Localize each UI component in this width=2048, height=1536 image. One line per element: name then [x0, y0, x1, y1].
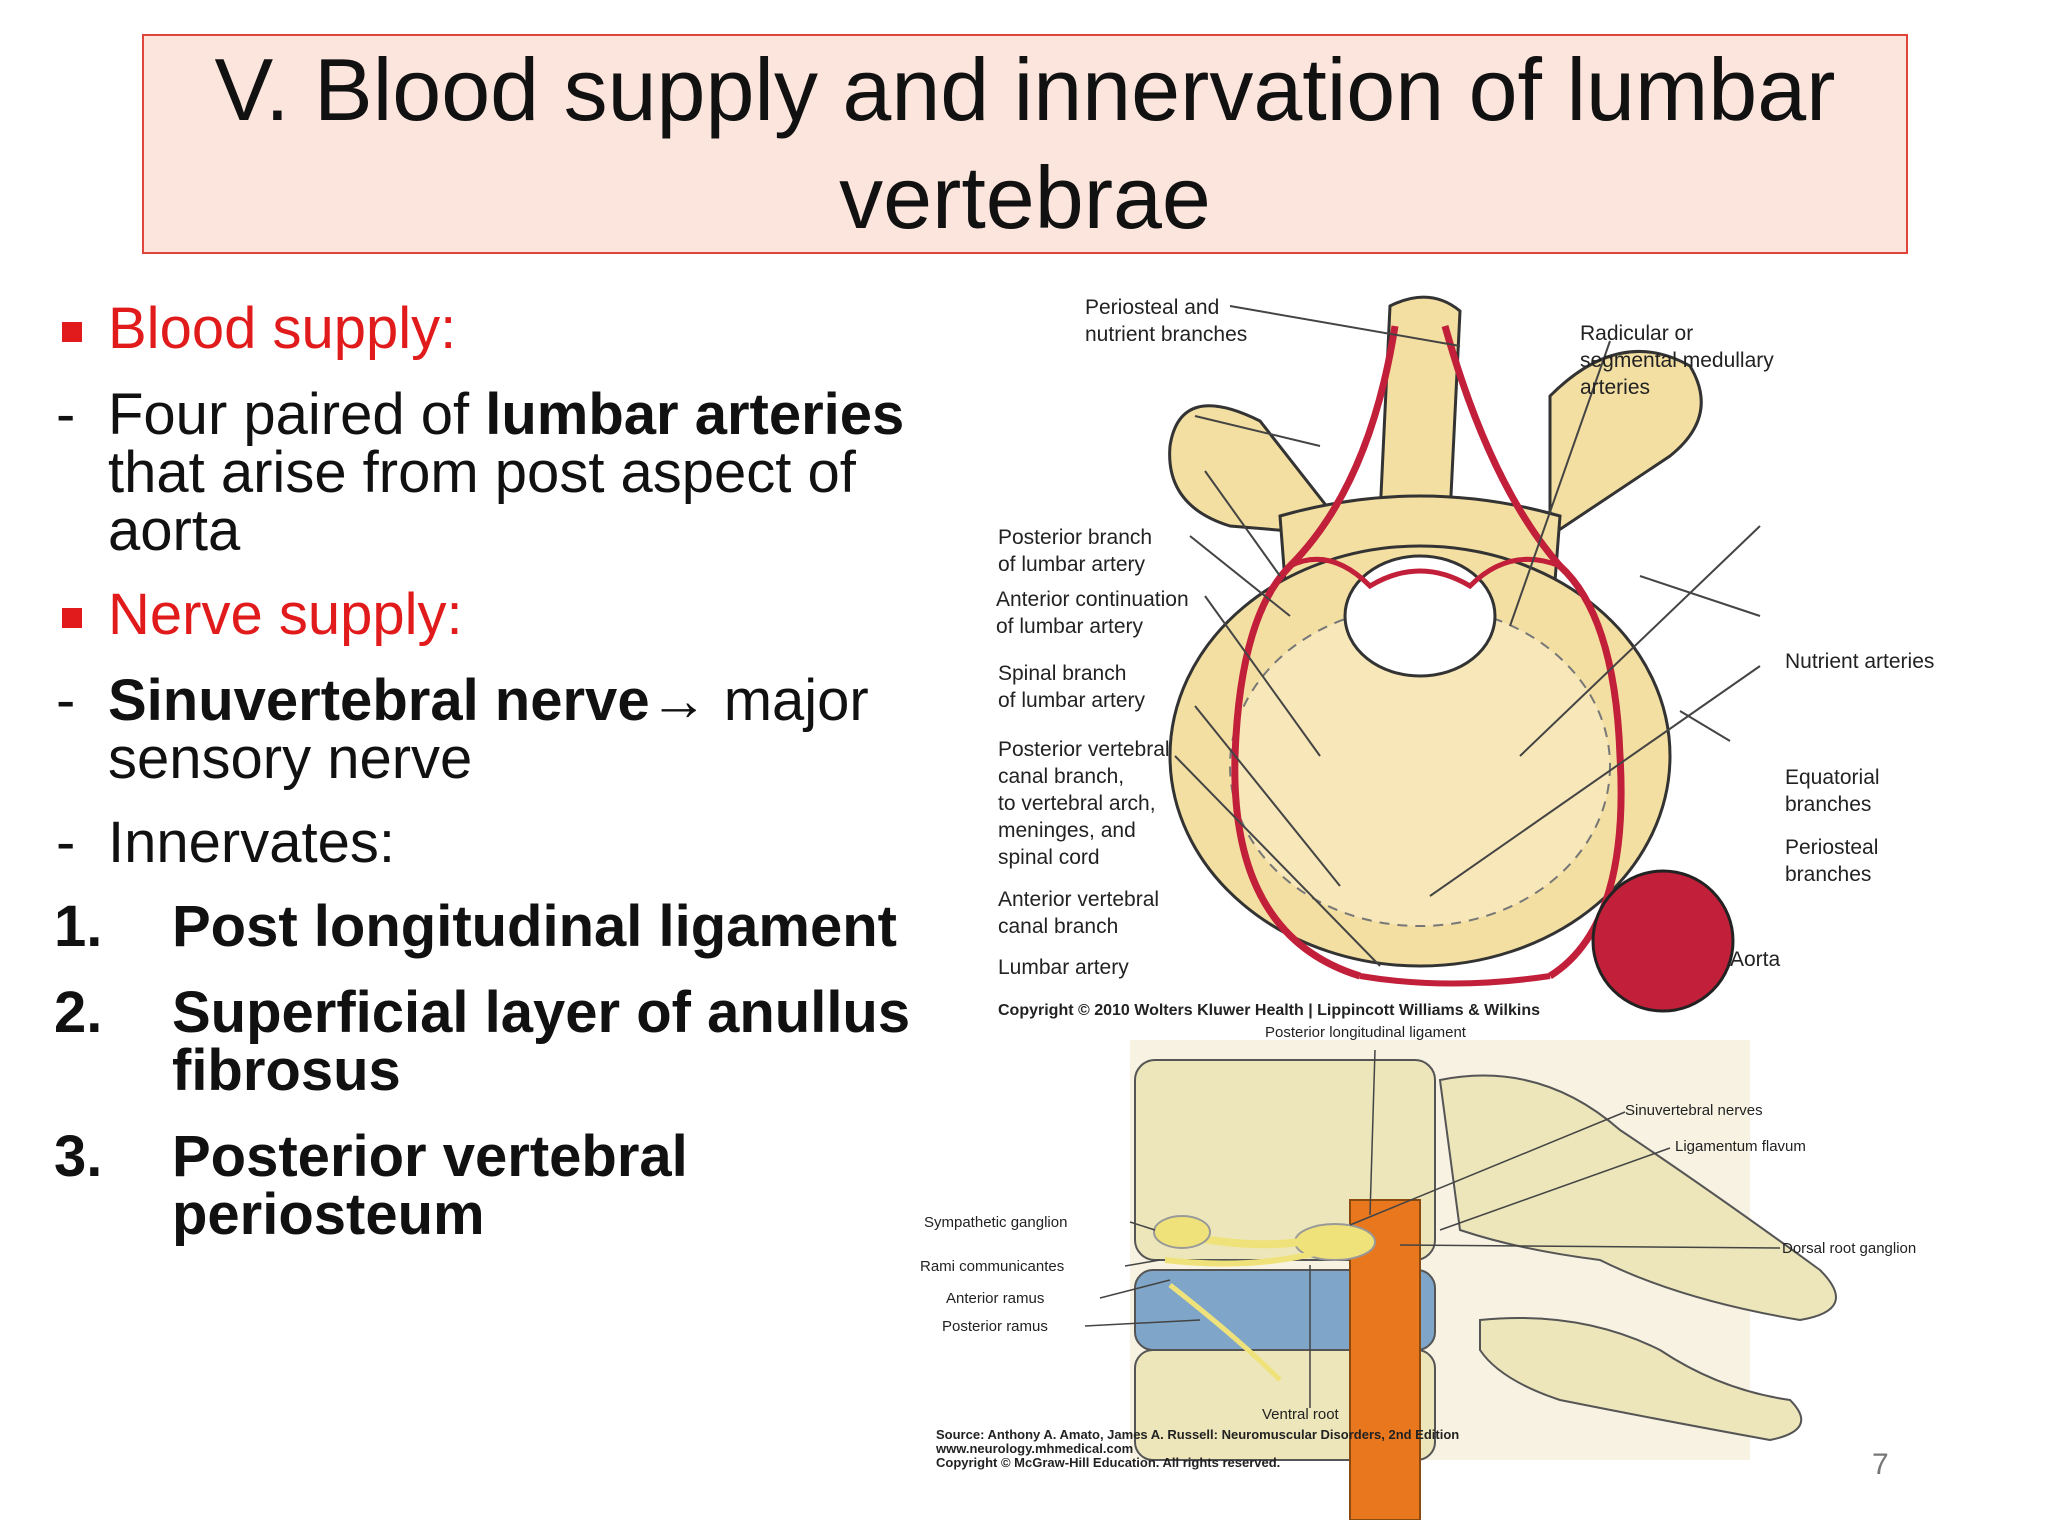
label-lumbar-artery: Lumbar artery [998, 956, 1129, 979]
blood-supply-detail: - Four paired of lumbar arteries that ar… [56, 382, 905, 563]
square-bullet-icon [62, 322, 82, 342]
page-number: 7 [1872, 1448, 1889, 1481]
text-body: Blood supply: - Four paired of lumbar ar… [50, 300, 970, 1272]
label-rami-communicantes: Rami communicantes [920, 1258, 1065, 1275]
vertebra-arteries-figure: Periosteal and nutrient branches Radicul… [990, 286, 1990, 1026]
blood-supply-heading: Blood supply: [50, 300, 970, 358]
sinuvertebral-term: Sinuvertebral nerve [108, 668, 650, 733]
list-item: 2. Superficial layer of anullus fibrosus [54, 980, 911, 1103]
label-anterior-ramus: Anterior ramus [946, 1290, 1045, 1307]
label-posterior-ramus: Posterior ramus [942, 1318, 1048, 1335]
label-periosteal-nutrient: Periosteal and nutrient branches [1085, 296, 1248, 346]
label-anterior-canal: Anterior vertebral canal branch [998, 888, 1160, 938]
dash-bullet: - [56, 668, 76, 733]
arrow-right-icon: → [649, 668, 708, 733]
label-anterior-continuation: Anterior continuation of lumbar artery [996, 588, 1189, 638]
label-drg: Dorsal root ganglion [1782, 1240, 1917, 1257]
label-sinuvertebral: Sinuvertebral nerves [1625, 1102, 1763, 1119]
label-aorta: Aorta [1730, 948, 1781, 971]
figure-copyright: Copyright © 2010 Wolters Kluwer Health |… [998, 1002, 1540, 1019]
innervates-line: - Innervates: [56, 810, 395, 875]
label-posterior-branch: Posterior branch of lumbar artery [998, 526, 1153, 576]
dash-bullet: - [56, 382, 76, 447]
label-sympathetic-ganglion: Sympathetic ganglion [924, 1214, 1068, 1231]
list-item: 3. Posterior vertebral periosteum [54, 1124, 688, 1247]
dash-bullet: - [56, 810, 76, 875]
label-radicular: Radicular or segmental medullary arterie… [1580, 322, 1774, 399]
label-equatorial: Equatorial branches [1785, 766, 1880, 816]
nerve-supply-heading: Nerve supply: [50, 586, 970, 644]
vertebra-illustration [1168, 295, 1761, 1013]
label-posterior-canal: Posterior vertebral canal branch, to ver… [998, 738, 1170, 869]
label-spinal-branch: Spinal branch of lumbar artery [998, 662, 1146, 712]
label-nutrient-arteries: Nutrient arteries [1785, 650, 1935, 673]
label-periosteal: Periosteal branches [1785, 836, 1879, 886]
spine-nerve-illustration [1084, 1040, 1837, 1520]
square-bullet-icon [62, 608, 82, 628]
sinuvertebral-figure: Posterior longitudinal ligament Sinuvert… [920, 1020, 1980, 1520]
sinuvertebral-line: - Sinuvertebral nerve→ major sensory ner… [56, 668, 869, 791]
lumbar-arteries-term: lumbar arteries [485, 382, 905, 447]
title-box: V. Blood supply and innervation of lumba… [142, 34, 1908, 254]
list-item: 1. Post longitudinal ligament [54, 894, 897, 959]
figure-source: Source: Anthony A. Amato, James A. Russe… [936, 1427, 1460, 1470]
label-pll: Posterior longitudinal ligament [1265, 1024, 1466, 1041]
label-ventral-root: Ventral root [1262, 1406, 1339, 1423]
label-ligamentum-flavum: Ligamentum flavum [1675, 1138, 1806, 1155]
slide-title: V. Blood supply and innervation of lumba… [214, 40, 1836, 247]
